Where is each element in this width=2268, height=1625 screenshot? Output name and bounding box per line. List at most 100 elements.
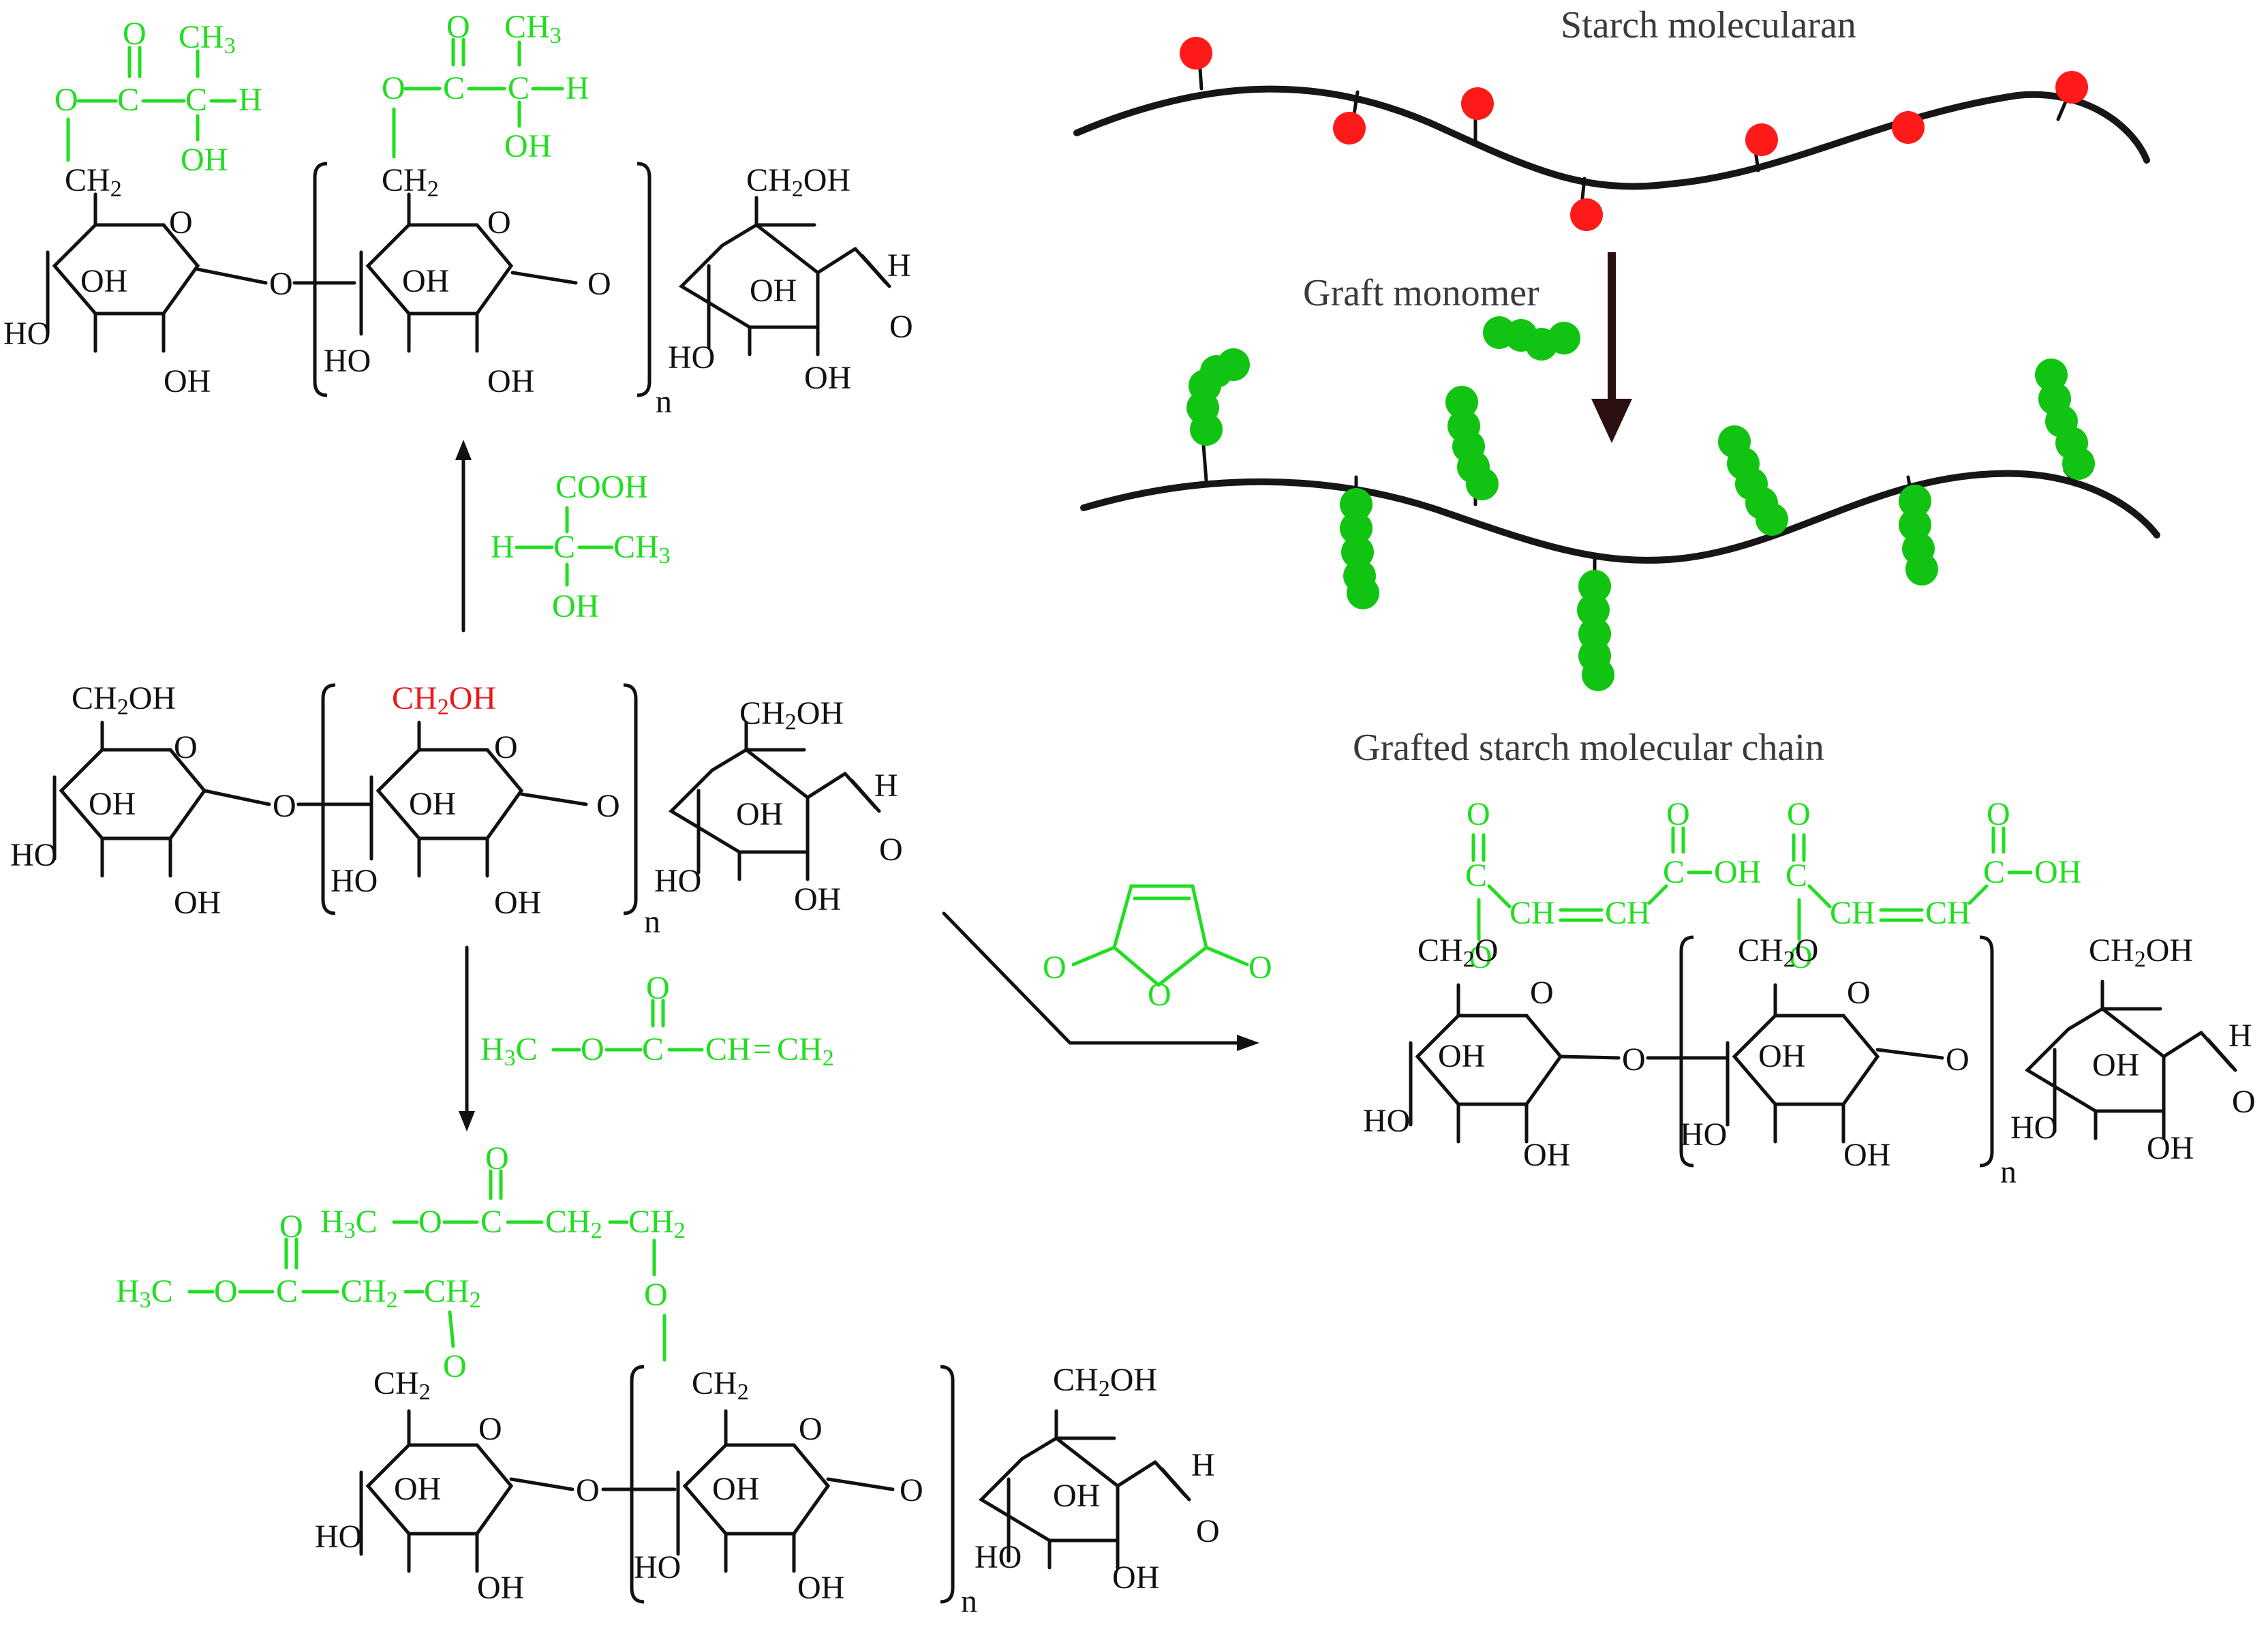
atom-oh: OH bbox=[797, 1570, 844, 1606]
atom-oh: OH bbox=[164, 363, 211, 399]
atom-ho: HO bbox=[2010, 1110, 2057, 1146]
atom-ch2: CH2 bbox=[373, 1365, 431, 1405]
atom-o: O bbox=[1530, 975, 1554, 1011]
glucose-ring-2 bbox=[1726, 983, 1878, 1144]
lactate-graft-2: O C O C CH3 H OH bbox=[382, 9, 589, 164]
atom-o: O bbox=[879, 832, 903, 868]
atom-o: O bbox=[487, 204, 511, 241]
atom-c: C bbox=[276, 1273, 298, 1309]
chain-ball bbox=[1340, 488, 1373, 521]
reagent-h3c: H3C bbox=[480, 1031, 538, 1071]
atom-c: C bbox=[185, 82, 207, 118]
chain-ball bbox=[1577, 594, 1610, 626]
repeat-bracket-close bbox=[1979, 935, 1994, 1168]
atom-o: O bbox=[576, 1472, 600, 1508]
atom-ch2o: CH2O bbox=[1418, 932, 1498, 972]
atom-ch2: CH2 bbox=[341, 1273, 398, 1313]
graft-monomer bbox=[1483, 316, 1580, 361]
atom-oh: OH bbox=[487, 363, 534, 399]
atom-h: H bbox=[566, 70, 589, 106]
anhydride-o-ring: O bbox=[1148, 977, 1171, 1013]
atom-ho: HO bbox=[654, 863, 701, 899]
reagent-o: O bbox=[581, 1031, 604, 1067]
repeat-n: n bbox=[2000, 1154, 2017, 1190]
atom-ho: HO bbox=[3, 316, 50, 352]
atom-h: H bbox=[1191, 1447, 1215, 1483]
atom-ch: CH bbox=[1605, 895, 1651, 931]
reagent-double-bond: = bbox=[753, 1031, 771, 1067]
atom-ch2oh: CH2OH bbox=[1053, 1362, 1157, 1401]
maleate-graft-2: O C CH CH C O OH O bbox=[1786, 796, 2081, 975]
atom-oh: OH bbox=[504, 128, 551, 164]
atom-o: O bbox=[418, 1204, 442, 1240]
atom-ho: HO bbox=[975, 1539, 1022, 1575]
chain-ball bbox=[1341, 536, 1374, 568]
glucose-ring-1 bbox=[359, 1409, 511, 1573]
atom-oh: OH bbox=[1714, 854, 1761, 890]
atom-oh: OH bbox=[2092, 1047, 2139, 1083]
chain-ball bbox=[1756, 503, 1788, 536]
arrow-down-head bbox=[459, 1111, 475, 1132]
repeat-bracket-open bbox=[630, 1365, 645, 1604]
atom-o: O bbox=[1987, 796, 2010, 832]
arrow-up-head bbox=[455, 440, 472, 460]
atom-oh: OH bbox=[1438, 1038, 1485, 1074]
hydroxyl-ball bbox=[1180, 37, 1212, 70]
atom-oh: OH bbox=[1758, 1038, 1805, 1074]
atom-ch2oh: CH2OH bbox=[2089, 932, 2193, 972]
atom-c: C bbox=[1663, 854, 1685, 890]
pendant-chain bbox=[2035, 359, 2095, 486]
hydroxyl-ball bbox=[1745, 123, 1778, 156]
starch-chain-label: Starch molecularan bbox=[1561, 4, 1856, 46]
atom-o: O bbox=[799, 1411, 823, 1447]
anhydride-o-right: O bbox=[1248, 950, 1272, 986]
atom-o: O bbox=[1847, 975, 1871, 1011]
atom-ch: CH bbox=[1510, 895, 1555, 931]
arrow-head bbox=[1591, 399, 1632, 443]
repeat-bracket-open bbox=[1679, 935, 1694, 1168]
atom-oh: OH bbox=[1112, 1560, 1159, 1596]
atom-oh: OH bbox=[409, 786, 456, 822]
glucose-ring-end bbox=[978, 1409, 1191, 1570]
atom-h3c: H3C bbox=[116, 1273, 173, 1313]
atom-o: O bbox=[169, 204, 193, 241]
atom-ch2: CH2 bbox=[424, 1273, 481, 1313]
atom-o: O bbox=[55, 82, 78, 118]
reaction-arrow-down bbox=[1591, 252, 1632, 443]
maleic-anhydride: O O O bbox=[1043, 884, 1272, 1013]
atom-h: H bbox=[2228, 1018, 2252, 1054]
atom-ho: HO bbox=[331, 863, 378, 899]
atom-o: O bbox=[1469, 939, 1492, 975]
atom-oh: OH bbox=[750, 273, 797, 309]
reagent-h: H bbox=[491, 529, 515, 565]
starch-chain bbox=[1073, 58, 2150, 213]
repeat-bracket-close bbox=[623, 683, 638, 915]
atom-o: O bbox=[1946, 1042, 1970, 1078]
hydroxyl-ball bbox=[1333, 112, 1366, 145]
atom-o: O bbox=[485, 1140, 509, 1176]
atom-o: O bbox=[269, 266, 293, 302]
chain-ball bbox=[2062, 447, 2095, 480]
glucose-ring-end bbox=[668, 720, 881, 881]
maleic-anhydride-step: O O O bbox=[942, 884, 1272, 1051]
atom-ch2: CH2 bbox=[545, 1204, 602, 1243]
atom-o: O bbox=[1196, 1513, 1220, 1549]
chain-ball bbox=[1466, 468, 1499, 500]
maleate-grafted-starch: O C CH CH C O OH O O C CH bbox=[1363, 796, 2256, 1190]
atom-ch3: CH3 bbox=[504, 9, 562, 48]
grafting-cartoon: Starch molecularan Graft monomer bbox=[1073, 4, 2160, 769]
pendant-chain bbox=[1899, 475, 1938, 586]
atom-ch: CH bbox=[1925, 895, 1971, 931]
atom-o: O bbox=[900, 1472, 923, 1508]
atom-ch2oh: CH2OH bbox=[739, 695, 844, 735]
pendant-chain bbox=[1445, 386, 1499, 506]
glucose-ring-2 bbox=[359, 192, 511, 353]
glucose-ring-2 bbox=[369, 720, 521, 878]
atom-o: O bbox=[443, 1348, 467, 1384]
atom-oh: OH bbox=[1843, 1137, 1890, 1173]
atom-o: O bbox=[889, 309, 913, 345]
glucose-ring-1 bbox=[52, 720, 204, 878]
atom-o: O bbox=[123, 16, 147, 52]
